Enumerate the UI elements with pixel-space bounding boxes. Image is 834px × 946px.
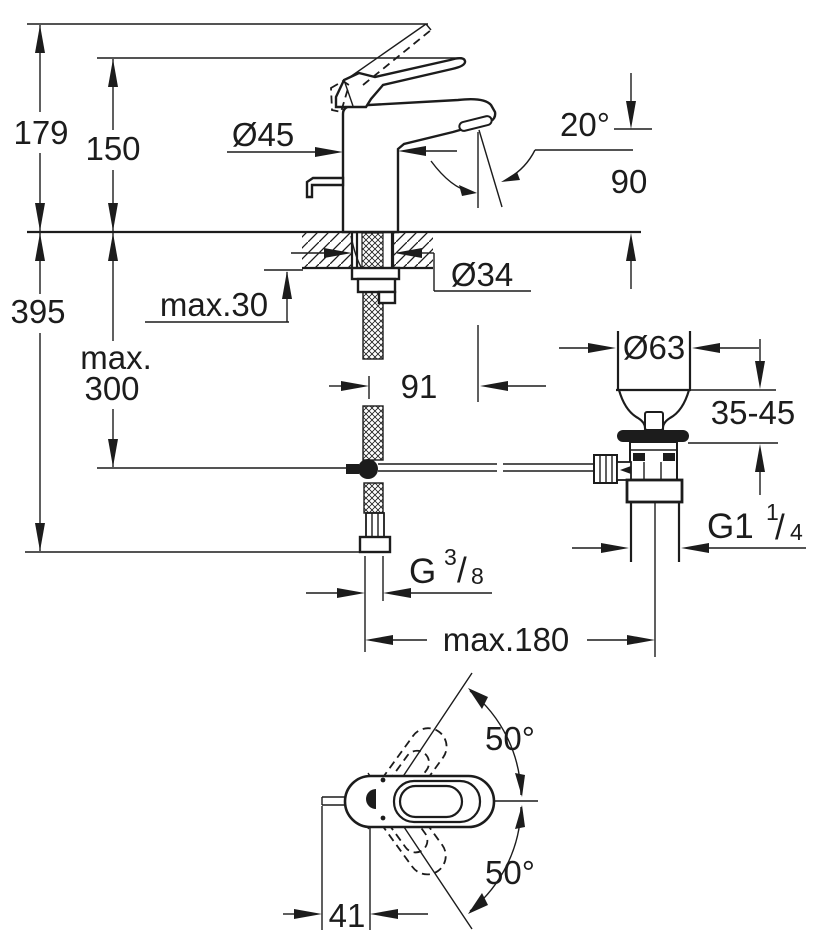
dim-supply-thread-sup: 3 <box>444 544 457 570</box>
pop-up-knob <box>305 176 345 199</box>
dim-supply-thread-sub: 8 <box>471 563 484 589</box>
dimension-91: 91 <box>329 325 546 405</box>
dim-outlet-height: 90 <box>611 163 648 200</box>
handle-grip-outline <box>398 784 464 819</box>
dim-hole-diameter: Ø34 <box>451 256 513 293</box>
dimension-41: 41 <box>283 806 428 934</box>
top-view: 50° 50° 41 <box>283 672 538 934</box>
spray-angle-graphics: 20° <box>430 106 633 208</box>
supply-hose-middle <box>362 405 384 461</box>
dim-plug-diameter: Ø63 <box>623 329 685 366</box>
dim-spout-reach: 91 <box>401 368 438 405</box>
dimension-35-45: 35-45 <box>711 339 795 495</box>
dim-max-drain-distance: max.180 <box>443 621 570 658</box>
dimension-395: 395 <box>10 233 66 551</box>
dim-handle-offset: 41 <box>329 897 366 934</box>
hose-fitting-nut <box>358 535 392 554</box>
lever-raised-top-edge <box>349 23 427 78</box>
dim-drain-thread-sup: 1 <box>766 499 779 525</box>
dimension-d63: Ø63 <box>559 329 759 366</box>
front-view: 20° 179 150 395 ma <box>10 23 655 658</box>
dimension-g114: G1 1 / 4 <box>572 499 806 553</box>
dimension-d34: Ø34 <box>291 248 531 293</box>
dimension-g38: G 3 / 8 <box>306 544 492 652</box>
dimension-max300: max. 300 <box>80 233 152 467</box>
aerator <box>458 115 493 132</box>
dimension-90: 90 <box>611 73 648 289</box>
dim-hose-length-line2: 300 <box>84 370 139 407</box>
mounting-nut <box>356 277 397 294</box>
pop-up-rod-end <box>346 464 359 474</box>
dimension-179: 179 <box>13 25 69 231</box>
dim-body-diameter: Ø45 <box>232 116 294 153</box>
dim-mounting-range: 35-45 <box>711 394 795 431</box>
supply-hose-lower <box>363 482 384 514</box>
plug-stem <box>644 411 664 431</box>
waste-lower-body <box>625 478 684 504</box>
dim-supply-thread-base: G <box>409 552 436 591</box>
dimension-d45: Ø45 <box>227 116 457 157</box>
mounting-stud <box>377 290 397 305</box>
dim-deck-thickness: max.30 <box>160 286 268 323</box>
dim-spout-top-height: 150 <box>85 130 140 167</box>
dim-drain-thread-slash: / <box>775 508 785 547</box>
waste-flange-seal <box>617 430 689 442</box>
dim-overall-depth: 395 <box>10 293 65 330</box>
mounting-washer <box>350 266 401 281</box>
dim-drain-thread-sub: 4 <box>790 519 803 545</box>
dim-swivel-down: 50° <box>485 854 535 891</box>
pop-up-rod-joint <box>358 459 378 479</box>
dim-hose-length-line1: max. <box>80 339 152 376</box>
dim-spout-angle: 20° <box>560 106 610 143</box>
dimension-max30: max.30 <box>145 271 292 323</box>
lever-raised-bottom-edge <box>362 29 432 86</box>
dimension-max180: max.180 <box>365 621 655 658</box>
lever-handle <box>334 57 467 109</box>
dim-swivel-up: 50° <box>485 720 535 757</box>
faucet-undercounter-parts <box>346 232 596 554</box>
dim-total-height: 179 <box>13 114 68 151</box>
cartridge-mark <box>366 789 376 809</box>
dimension-150: 150 <box>85 59 141 231</box>
dim-drain-thread-base: G1 <box>707 507 754 546</box>
pop-up-waste-view: Ø63 35-45 G1 1 / 4 <box>559 329 806 657</box>
dim-supply-thread-slash: / <box>457 551 467 590</box>
hose-fitting-collar <box>365 512 385 538</box>
extension-lines <box>25 23 652 553</box>
faucet-body <box>305 23 497 234</box>
